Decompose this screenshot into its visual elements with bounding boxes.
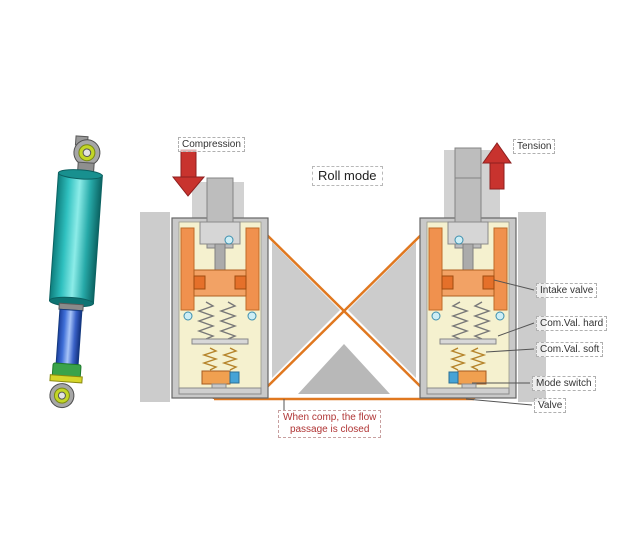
tension-label: Tension xyxy=(513,139,556,154)
flow-note-line2: passage is closed xyxy=(289,424,370,435)
left-damper-schematic xyxy=(171,177,269,399)
valve-label: Valve xyxy=(534,398,567,413)
flow-note-line1: When comp, the flow xyxy=(283,412,377,423)
right-damper-schematic xyxy=(419,177,517,399)
com-val-hard-label: Com.Val. hard xyxy=(536,316,608,331)
flow-note: When comp, the flow passage is closed xyxy=(278,410,382,438)
compression-arrow-icon xyxy=(171,149,206,197)
shock-absorber-illustration xyxy=(48,135,103,409)
com-val-soft-label: Com.Val. soft xyxy=(536,342,604,357)
tension-arrow-icon xyxy=(482,142,512,190)
page-title: Roll mode xyxy=(312,166,383,186)
crossflow-pipes xyxy=(212,233,476,401)
mode-switch-label: Mode switch xyxy=(532,376,596,391)
right-damper-rod xyxy=(454,147,482,183)
intake-valve-label: Intake valve xyxy=(536,283,598,298)
label-leader-lines xyxy=(283,279,535,411)
compression-label: Compression xyxy=(178,137,245,152)
